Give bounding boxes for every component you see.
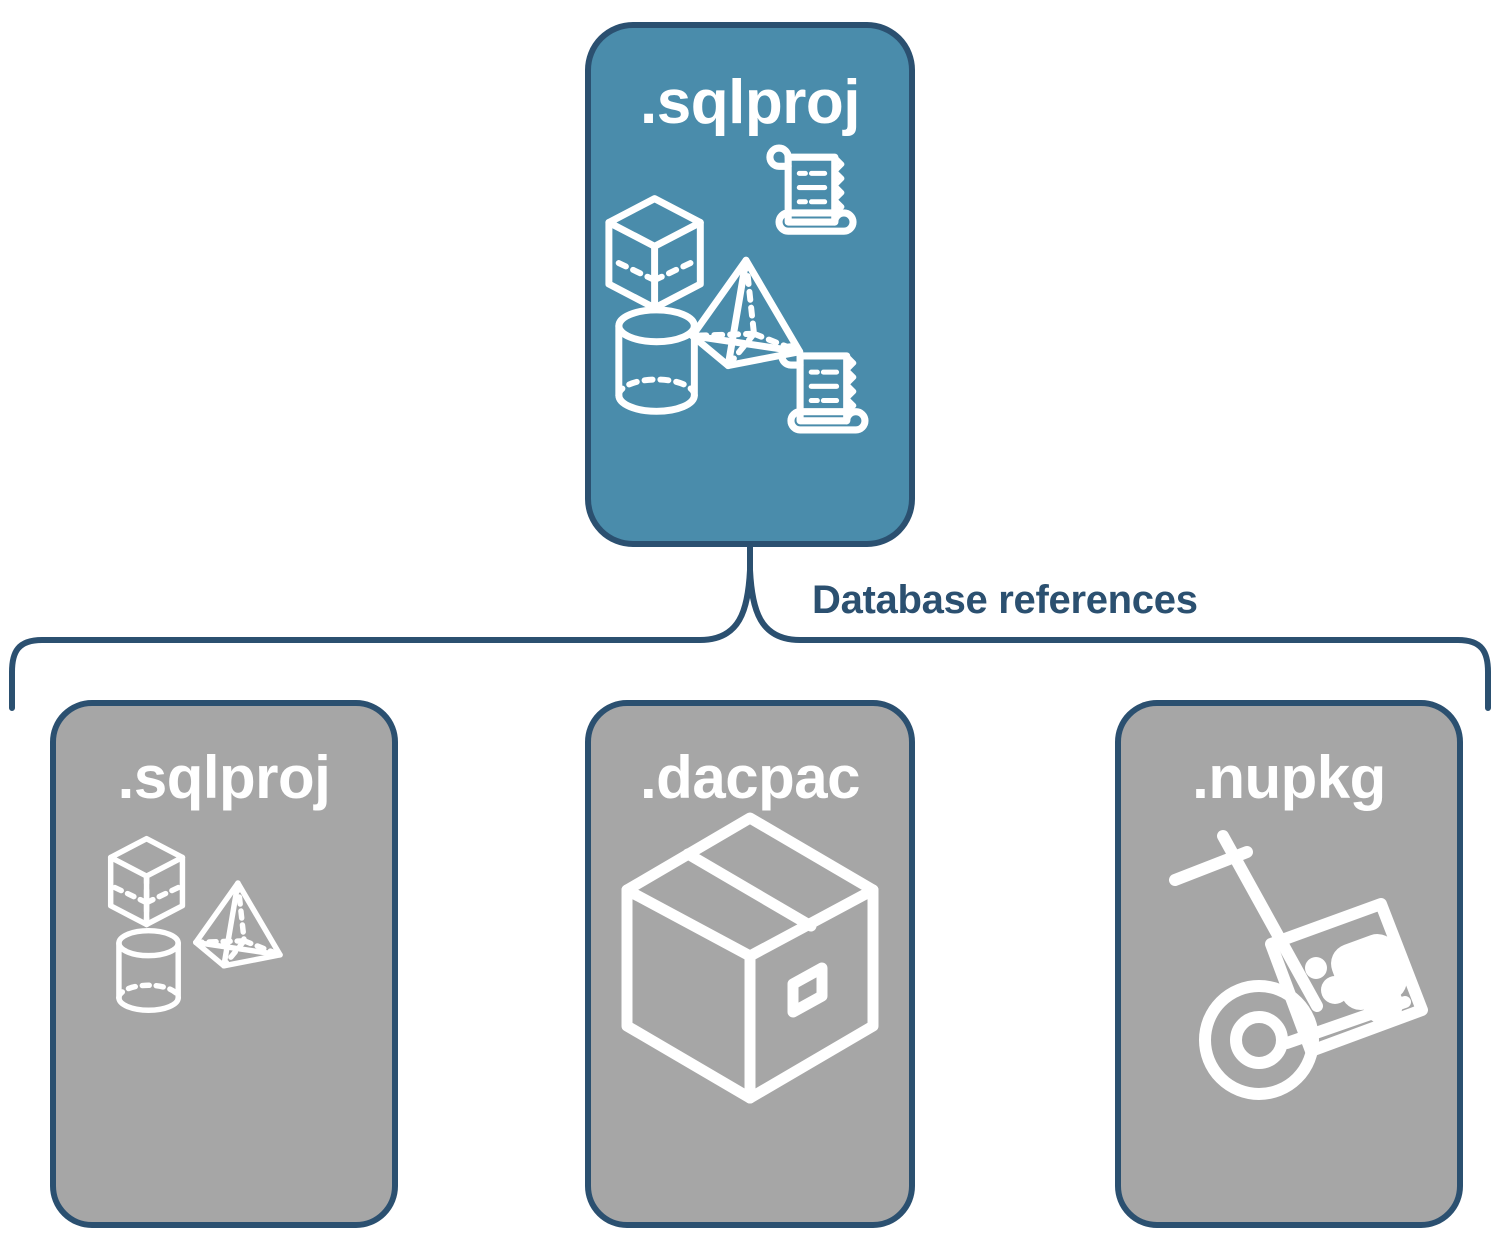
brace-left <box>9 567 753 711</box>
node-artwork <box>591 808 909 1222</box>
node-artwork <box>56 808 392 1222</box>
hand-truck-icon <box>1169 830 1428 1100</box>
node-dacpac-reference[interactable]: .dacpac <box>585 700 915 1228</box>
cylinder-icon <box>116 927 181 1013</box>
brace-connector <box>9 544 1491 711</box>
node-sqlproj-reference[interactable]: .sqlproj <box>50 700 398 1228</box>
hand-truck-icon-group <box>1169 830 1428 1100</box>
package-box-icon <box>621 812 879 1104</box>
brace-label: Database references <box>812 578 1198 622</box>
package-box-icon-group <box>621 812 879 1104</box>
node-title: .sqlproj <box>117 744 331 811</box>
sqlproj-shapes-icon-group <box>107 835 283 1013</box>
node-title: .sqlproj <box>640 68 860 137</box>
pyramid-icon <box>193 880 283 969</box>
scroll-icon <box>778 343 869 434</box>
node-artwork <box>1121 808 1457 1222</box>
cylinder-icon <box>615 306 698 415</box>
sqlproj-icon-group <box>605 144 869 434</box>
node-nupkg-reference[interactable]: .nupkg <box>1115 700 1463 1228</box>
node-artwork <box>591 134 909 541</box>
node-title: .nupkg <box>1192 744 1386 811</box>
cube-icon <box>605 195 704 312</box>
cube-icon <box>107 835 186 928</box>
node-title: .dacpac <box>640 744 860 811</box>
scroll-icon <box>766 144 857 235</box>
node-sqlproj-source[interactable]: .sqlproj <box>585 22 915 547</box>
